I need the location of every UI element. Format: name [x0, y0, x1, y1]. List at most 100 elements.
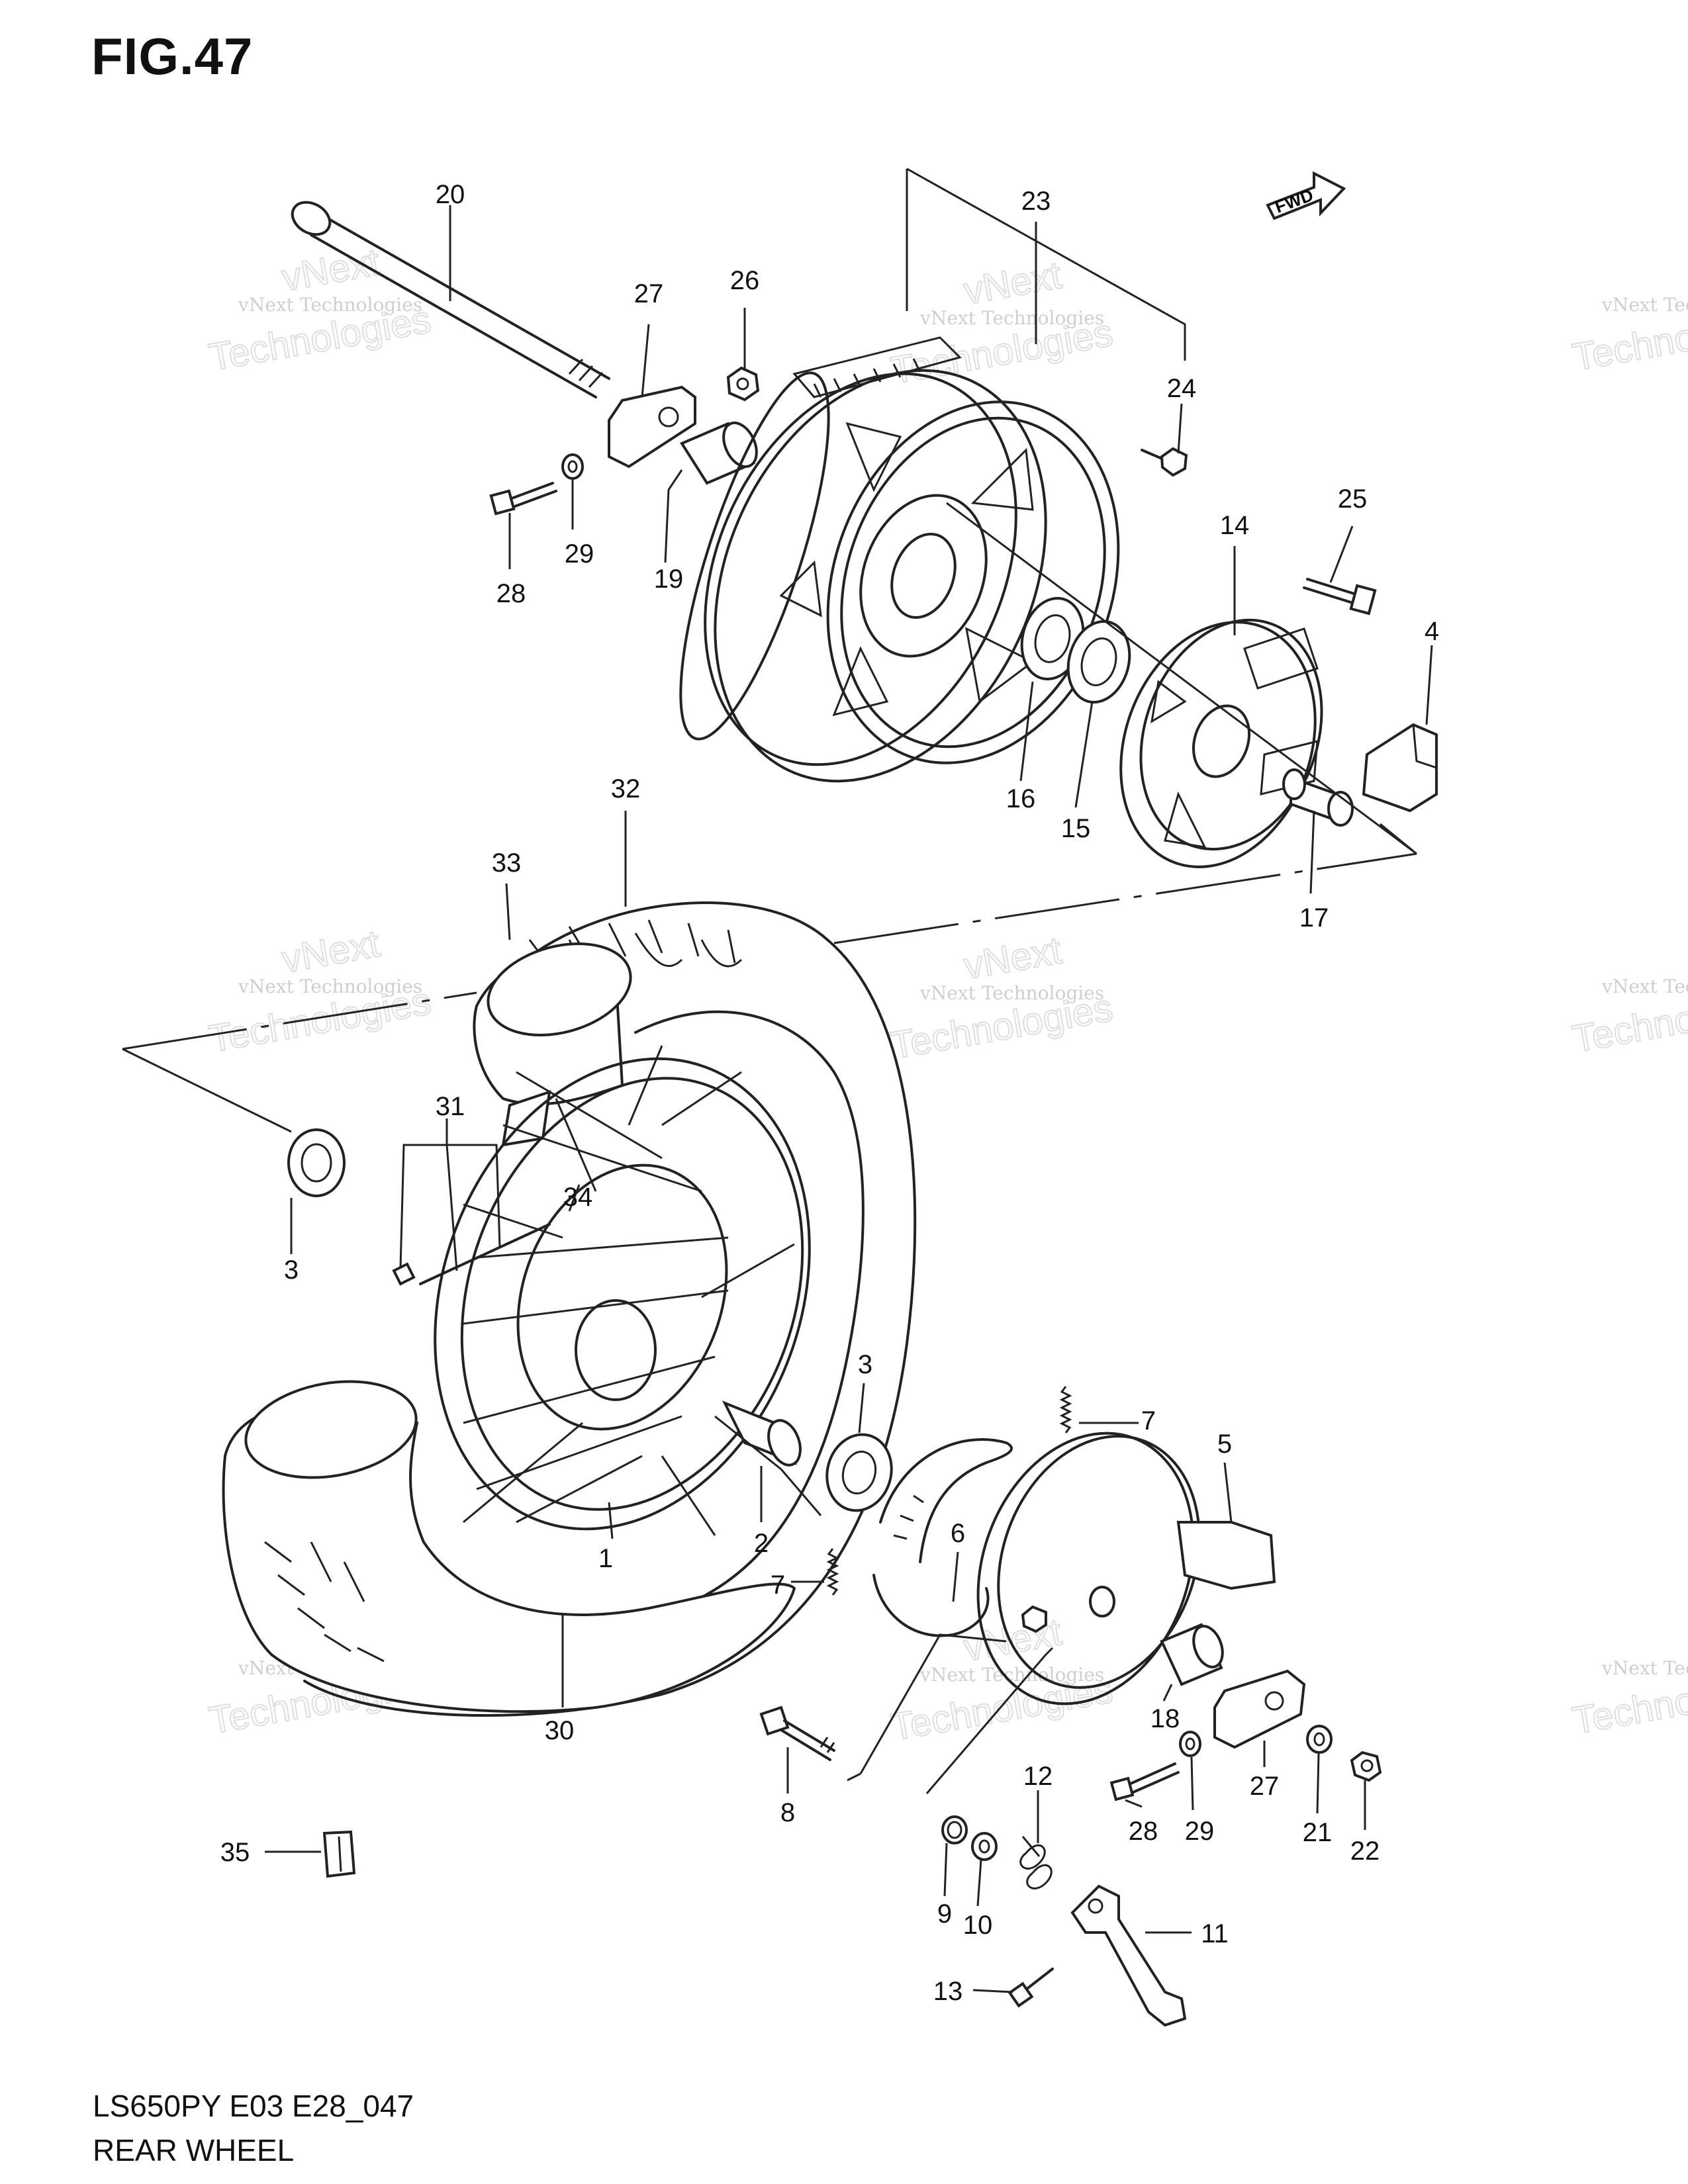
callout-label: 32	[611, 774, 641, 803]
watermark-text: vNext	[961, 253, 1064, 313]
watermark-text: vNext Technologies	[919, 307, 1104, 329]
callout-label: 7	[1141, 1406, 1156, 1435]
figure-title: FIG.47	[91, 27, 254, 85]
callout-label: 7	[771, 1570, 785, 1600]
sprocket-hub	[779, 400, 1120, 764]
watermark-text: vNext	[961, 929, 1064, 988]
bearing-3-right	[825, 1433, 893, 1512]
watermark: vNext Technologies vNext Technologies	[205, 921, 435, 1062]
callout-label: 21	[1303, 1818, 1333, 1847]
callout-label: 34	[563, 1183, 593, 1212]
bolt-24	[1141, 447, 1188, 477]
callout-label: 6	[951, 1519, 965, 1548]
callout-label: 28	[1129, 1817, 1158, 1846]
washer-21	[1306, 1725, 1333, 1754]
brake-shoes	[872, 1438, 1013, 1637]
bolt-28-lower	[1109, 1762, 1180, 1801]
watermark: vNext Technologies vNext Technologies	[887, 253, 1117, 393]
watermark: vNext Technologies Technologies	[1569, 976, 1688, 1062]
callout-label: 15	[1061, 814, 1091, 843]
bolt-13	[1008, 1968, 1054, 2008]
washer-29-top	[561, 453, 584, 480]
rear-sprocket	[679, 336, 1047, 783]
watermark-text: vNext Technologies	[238, 976, 422, 997]
watermark-text: vNext Technologies	[238, 294, 422, 316]
callout-label: 30	[545, 1716, 575, 1745]
callout-label: 33	[492, 848, 522, 878]
callout-label: 18	[1150, 1704, 1180, 1733]
bearing-3-left	[287, 1128, 346, 1197]
watermark: vNext Technologies Technologies	[1569, 1657, 1688, 1743]
footer-code: LS650PY E03 E28_047	[93, 2089, 414, 2123]
spring-7-lower	[826, 1548, 839, 1596]
spacer-2	[722, 1400, 802, 1467]
inner-tube	[473, 942, 632, 1147]
watermark-text: vNext Technologies	[1601, 976, 1688, 997]
callout-label: 3	[858, 1350, 872, 1379]
fwd-arrow-icon: FWD	[1266, 171, 1346, 220]
washer-10	[971, 1832, 998, 1861]
callout-label: 10	[963, 1911, 993, 1940]
footer-title: REAR WHEEL	[93, 2133, 295, 2167]
callout-labels: 20 27 26 23 24 28 29 19 25 14 4 16 15 17…	[220, 180, 1439, 2006]
bolt-25	[1303, 578, 1377, 615]
chain-adjuster	[608, 385, 696, 469]
spacer-18	[1160, 1623, 1224, 1686]
callout-label: 17	[1299, 903, 1329, 933]
callout-label: 29	[565, 539, 594, 569]
callout-label: 25	[1338, 484, 1368, 514]
callout-label: 27	[1250, 1772, 1280, 1801]
callout-label: 4	[1425, 617, 1439, 646]
fwd-label: FWD	[1272, 185, 1316, 216]
callout-label: 35	[220, 1838, 250, 1867]
watermark: vNext Technologies vNext Technologies	[205, 240, 435, 380]
chain-adjuster-lower	[1213, 1669, 1306, 1749]
brake-panel	[976, 1432, 1276, 1706]
watermark-text: vNext	[961, 1610, 1064, 1670]
tire-lower-section	[222, 1380, 796, 1713]
callout-label: 14	[1220, 511, 1250, 540]
callout-label: 16	[1006, 784, 1036, 813]
rear-rim	[434, 1045, 811, 1536]
callout-label: 20	[436, 180, 465, 209]
rear-axle	[291, 201, 610, 398]
callout-label: 24	[1167, 374, 1197, 403]
valve-35	[322, 1830, 356, 1878]
callout-label: 12	[1023, 1762, 1053, 1791]
callout-label: 13	[933, 1977, 963, 2006]
callout-label: 11	[1201, 1919, 1229, 1948]
watermark-text: vNext Technologies	[919, 982, 1104, 1004]
watermark: vNext Technologies vNext Technologies	[887, 1610, 1117, 1750]
sprocket-nut	[726, 366, 760, 402]
bolt-28-top	[489, 482, 557, 516]
sprocket-drum	[1119, 618, 1323, 868]
watermark: vNext Technologies vNext Technologies	[887, 928, 1117, 1068]
watermark: vNext Technologies Technologies	[1569, 294, 1688, 380]
watermark-text: vNext Technologies	[1601, 294, 1688, 316]
washer-29-lower	[1179, 1731, 1201, 1757]
brake-cam	[759, 1706, 835, 1761]
callout-label: 27	[634, 279, 664, 308]
callout-label: 31	[436, 1092, 465, 1121]
callout-label: 3	[284, 1255, 299, 1285]
callout-label: 1	[598, 1544, 613, 1573]
callout-label: 5	[1217, 1430, 1232, 1459]
damper-4	[1362, 723, 1438, 813]
callout-label: 22	[1350, 1837, 1380, 1866]
spoke-set	[392, 1223, 551, 1286]
callout-label: 19	[654, 565, 684, 594]
watermark-text: vNext	[279, 922, 383, 981]
brake-lever	[1070, 1884, 1187, 2027]
spacer-19	[680, 421, 758, 485]
nut-22	[1350, 1751, 1382, 1782]
callout-label: 23	[1021, 187, 1051, 216]
spring-7-upper	[1059, 1386, 1072, 1433]
spring-12	[1019, 1836, 1053, 1889]
callout-label: 8	[780, 1798, 795, 1827]
callout-label: 2	[754, 1529, 769, 1558]
watermark-group: vNext Technologies vNext Technologies vN…	[205, 240, 1688, 1750]
callout-label: 28	[496, 579, 526, 608]
watermark-text: vNext Technologies	[1601, 1657, 1688, 1679]
ring-9	[941, 1815, 968, 1844]
